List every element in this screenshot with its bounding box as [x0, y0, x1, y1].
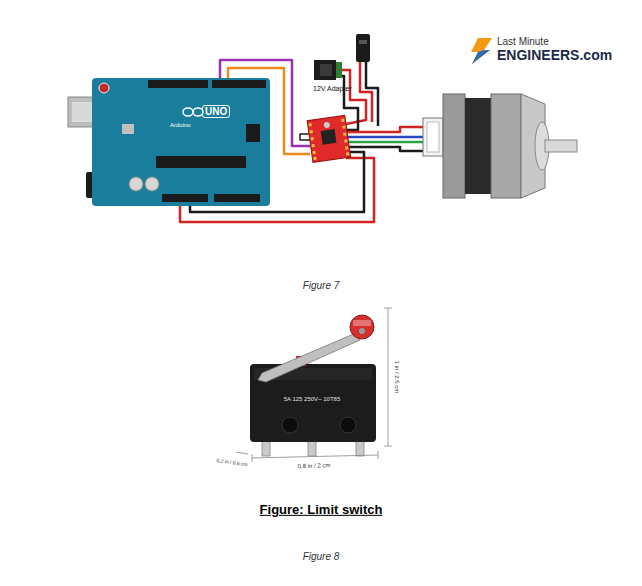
logo-icon: [471, 38, 492, 64]
wires: [346, 141, 424, 144]
stepper-driver: [344, 139, 347, 142]
board-part: [246, 124, 260, 142]
stepper-motor: [465, 98, 491, 194]
board-details: [92, 78, 270, 206]
board-part: [214, 194, 260, 202]
board-part: [145, 177, 159, 191]
stepper-driver: [341, 119, 344, 122]
stepper-motor: [443, 94, 465, 198]
stepper-driver: [346, 152, 349, 155]
stepper-driver: [312, 151, 315, 154]
dimension-label: 1 in / 2.5 cm: [394, 361, 401, 394]
dimension-lines: [252, 454, 253, 462]
stepper-driver: [311, 144, 314, 147]
wires: [346, 127, 424, 132]
dimension-lines: [236, 308, 392, 462]
adapter-plug: [356, 34, 370, 62]
stepper-motor: [423, 118, 443, 156]
limit-switch: [262, 440, 270, 456]
figure-caption: Figure 7: [303, 280, 340, 291]
board-part: [162, 194, 208, 202]
stepper-motor: [545, 140, 577, 152]
wires: [346, 136, 424, 139]
board-part: [148, 80, 208, 88]
stepper-driver: [324, 122, 331, 129]
stepper-motor: [427, 122, 439, 152]
board-part: [122, 124, 134, 134]
dimension-lines: [384, 308, 392, 309]
stepper-driver: [310, 137, 313, 140]
dimension-label: 0.8 in / 2 cm: [298, 462, 331, 470]
dc-adapter-jack: [314, 60, 342, 80]
limit-switch: [258, 333, 360, 382]
stepper-driver: [343, 132, 346, 135]
board-part: [99, 83, 109, 93]
stepper-driver: [313, 157, 316, 160]
part-label: 12V Adapter: [313, 85, 352, 93]
figure-title: Figure: Limit switch: [260, 503, 383, 517]
stepper-motor: [423, 94, 577, 198]
wires: [300, 134, 310, 140]
stepper-driver: [309, 130, 312, 133]
limit-switch: [350, 315, 374, 339]
stepper-driver: [309, 123, 312, 126]
board-part: [156, 156, 246, 168]
wires: [366, 62, 378, 126]
stepper-driver: [342, 125, 345, 128]
limit-switch: [353, 320, 371, 326]
dc-adapter-jack: [314, 60, 336, 80]
logo-icon: [472, 50, 490, 64]
wires: [346, 147, 424, 151]
logo-text: Last Minute: [497, 36, 549, 47]
stepper-driver: [345, 146, 348, 149]
adapter-plug: [359, 40, 367, 44]
stepper-motor: [491, 94, 521, 198]
stepper-driver: [321, 129, 337, 145]
dimension-label: 0.2 in / 0.6 cm: [216, 458, 248, 468]
limit-switch: [250, 315, 376, 456]
board-part: [129, 177, 143, 191]
dc-adapter-jack: [336, 62, 342, 78]
limit-switch: [340, 417, 356, 433]
brand-text: Arduino: [170, 122, 191, 129]
stepper-driver: [307, 115, 350, 162]
arduino-board: UNO Arduino: [92, 78, 270, 206]
board-model: UNO: [202, 105, 230, 118]
dimension-lines: [384, 446, 392, 447]
limit-switch: [359, 328, 365, 334]
dimension-lines: [388, 308, 389, 446]
dimension-lines: [252, 455, 378, 458]
dimension-lines: [378, 451, 379, 459]
limit-switch: [282, 417, 298, 433]
board-part: [212, 80, 266, 88]
part-marking: 5A 125 250V~ 10T85: [284, 396, 341, 403]
logo-text: ENGINEERS.com: [497, 48, 612, 63]
logo-icon: [471, 38, 492, 64]
figure-caption: Figure 8: [303, 551, 340, 562]
dimension-lines: [236, 452, 248, 454]
limit-switch: [308, 440, 316, 456]
adapter-plug: [356, 34, 370, 62]
stepper-driver: [309, 119, 350, 161]
stepper-driver: [307, 115, 350, 162]
limit-switch: [356, 440, 364, 456]
dc-adapter-jack: [320, 64, 332, 76]
board-part: [183, 108, 193, 116]
